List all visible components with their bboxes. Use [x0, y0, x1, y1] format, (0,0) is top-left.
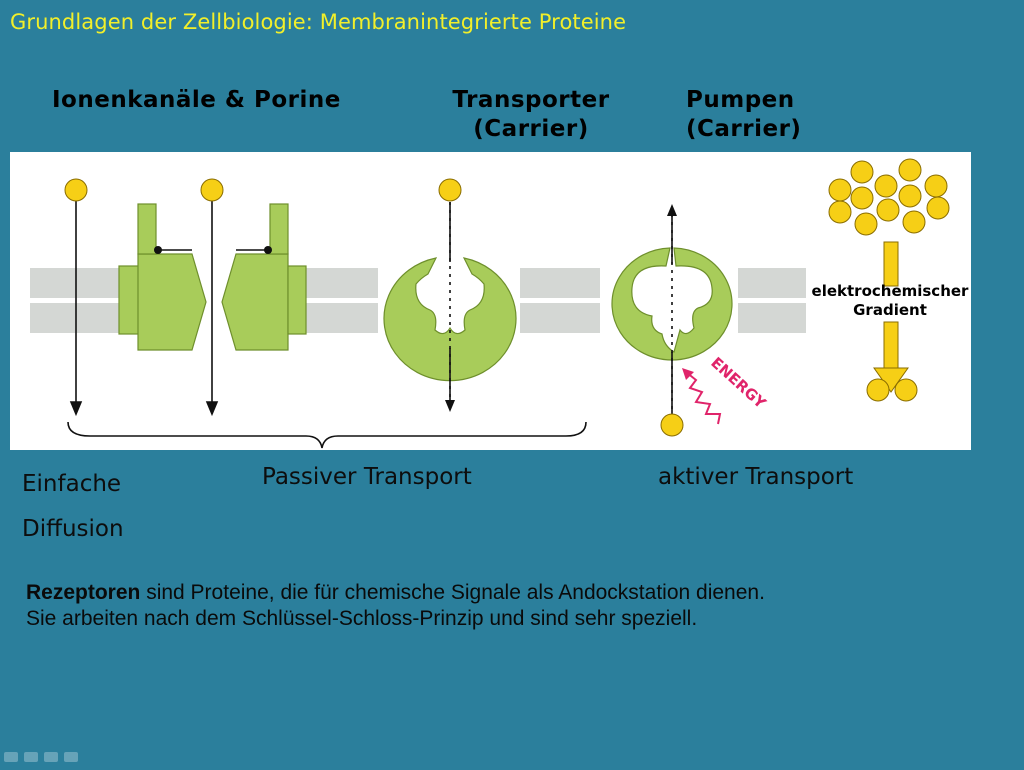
label-simple-diffusion-line1: Einfache — [22, 471, 122, 497]
channel-2-gate-dot — [264, 246, 272, 254]
label-simple-diffusion: Einfache Diffusion — [22, 462, 124, 552]
channel-arrowhead — [205, 401, 219, 417]
menu-icon[interactable] — [44, 752, 58, 762]
label-passive-transport: Passiver Transport — [262, 464, 472, 490]
next-slide-icon[interactable] — [64, 752, 78, 762]
energy-arrowhead — [682, 368, 694, 380]
receptor-term: Rezeptoren — [26, 581, 141, 604]
gradient-label-line2: Gradient — [853, 301, 927, 319]
channel-2-flap — [269, 203, 289, 255]
label-active-transport: aktiver Transport — [658, 464, 854, 490]
diffusion-arrowhead — [69, 401, 83, 417]
ion-channel-protein-1 — [118, 203, 207, 351]
pump-shape — [611, 247, 733, 361]
slide-title: Grundlagen der Zellbiologie: Membraninte… — [10, 10, 627, 34]
transporter-arrowhead — [445, 400, 455, 412]
ion-channel — [200, 178, 224, 202]
membrane-bilayer — [30, 268, 806, 333]
membrane-upper-4 — [738, 268, 806, 298]
prev-slide-icon[interactable] — [4, 752, 18, 762]
energy-input: ENERGY — [682, 354, 770, 425]
passive-brace — [67, 421, 587, 449]
header-pumps-line2: (Carrier) — [686, 116, 802, 142]
channel-1-body — [137, 253, 207, 351]
channel-1-side — [118, 265, 140, 335]
transporter-shape — [383, 257, 517, 382]
ion-cluster — [828, 158, 950, 236]
ion-bottom-left — [866, 378, 890, 402]
ion-channel-protein-2 — [221, 203, 307, 351]
receptor-line1: Rezeptoren sind Proteine, die für chemis… — [26, 580, 986, 606]
ion-transporter — [438, 178, 462, 202]
energy-wave — [685, 371, 722, 425]
header-pumps: Pumpen (Carrier) — [686, 86, 801, 144]
label-simple-diffusion-line2: Diffusion — [22, 516, 124, 542]
header-pumps-line1: Pumpen — [686, 87, 795, 113]
membrane-upper-2 — [302, 268, 378, 298]
receptor-paragraph: Rezeptoren sind Proteine, die für chemis… — [26, 580, 986, 632]
membrane-lower-3 — [520, 303, 600, 333]
membrane-diagram: ENERGY elektrochemischer Gradient — [10, 152, 971, 450]
pen-icon[interactable] — [24, 752, 38, 762]
channel-2-side — [287, 265, 307, 335]
channel-1-gate-dot — [154, 246, 162, 254]
transporter-protein — [383, 202, 517, 412]
membrane-lower-2 — [302, 303, 378, 333]
gradient-label-line1: elektrochemischer — [812, 282, 970, 300]
header-transporter: Transporter (Carrier) — [440, 86, 622, 144]
receptor-line1-text: sind Proteine, die für chemische Signale… — [140, 581, 765, 604]
membrane-upper-3 — [520, 268, 600, 298]
header-ion-channels: Ionenkanäle & Porine — [52, 86, 341, 115]
pump-protein — [611, 204, 733, 437]
header-transporter-line2: (Carrier) — [473, 116, 589, 142]
slide-toolbar[interactable] — [4, 752, 78, 766]
channel-2-body — [221, 253, 289, 351]
channel-1-flap — [137, 203, 157, 255]
pump-arrowhead — [667, 204, 677, 216]
ion-pump — [660, 413, 684, 437]
receptor-line2: Sie arbeiten nach dem Schlüssel-Schloss-… — [26, 607, 698, 630]
gradient-arrow — [873, 241, 909, 393]
header-transporter-line1: Transporter — [452, 87, 610, 113]
ion-diffusion — [64, 178, 88, 202]
header-ion-channels-text: Ionenkanäle & Porine — [52, 87, 341, 113]
energy-label: ENERGY — [707, 354, 770, 413]
ion-bottom-right — [894, 378, 918, 402]
membrane-lower-4 — [738, 303, 806, 333]
membrane-diagram-svg: ENERGY elektrochemischer Gradient — [30, 158, 970, 449]
